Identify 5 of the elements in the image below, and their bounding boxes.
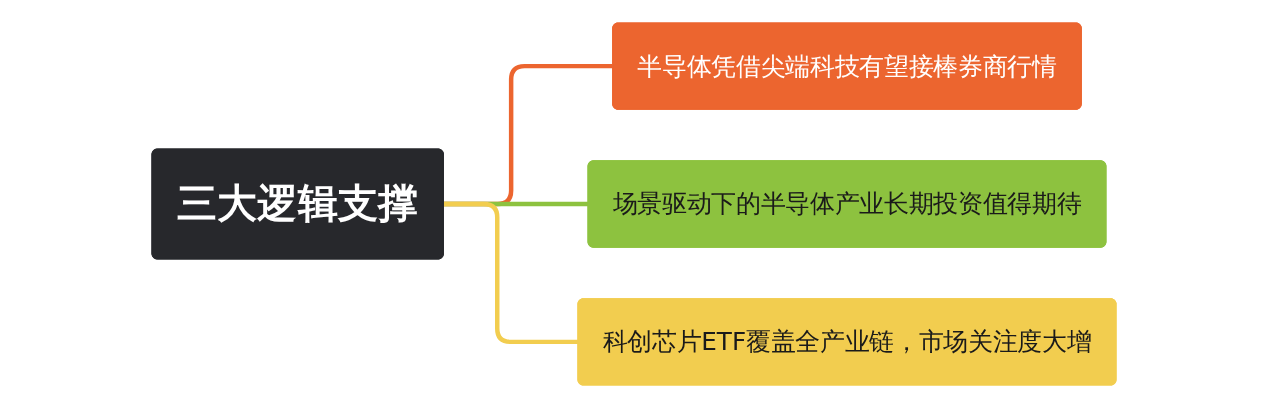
connector-line [443,201,578,345]
root-topic-text: 三大逻辑支撑 [176,179,419,229]
topic-text: 场景驱动下的半导体产业长期投资值得期待 [612,189,1082,220]
topic-text: 科创芯片ETF覆盖全产业链，市场关注度大增 [602,326,1092,358]
topic-text: 半导体凭借尖端科技有望接棒券商行情 [637,51,1057,83]
